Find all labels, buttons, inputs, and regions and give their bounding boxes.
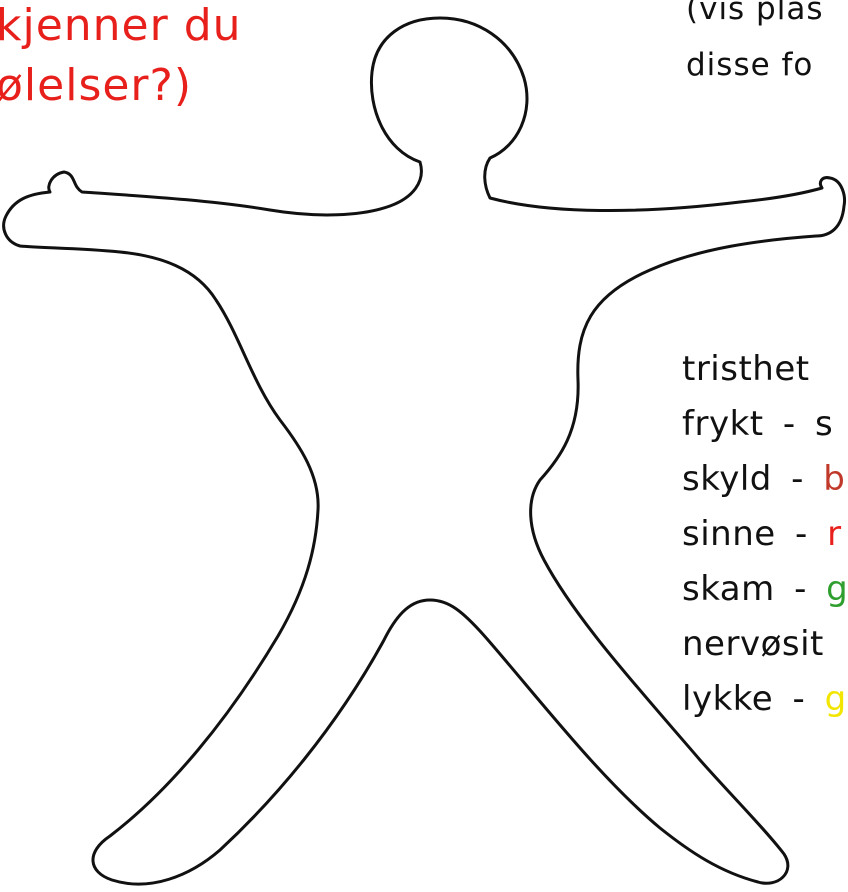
legend-color-word: r <box>827 514 841 554</box>
legend-emotion: sinne <box>682 514 776 554</box>
legend-item-tristhet: tristhet <box>682 352 810 386</box>
legend-item-skyld: skyld - b <box>682 462 845 496</box>
legend-emotion: skam <box>682 569 775 609</box>
legend-color-word: b <box>823 459 845 499</box>
legend-item-lykke: lykke - g <box>682 682 847 716</box>
legend-separator: - <box>791 459 804 499</box>
legend-item-sinne: sinne - r <box>682 517 842 551</box>
legend-item-skam: skam - g <box>682 572 848 606</box>
legend-separator: - <box>783 404 796 444</box>
body-outline <box>4 18 845 884</box>
legend-item-nervositet: nervøsit <box>682 627 824 661</box>
legend-emotion: frykt <box>682 404 764 444</box>
legend-separator: - <box>792 679 805 719</box>
legend-emotion: skyld <box>682 459 772 499</box>
legend-separator: - <box>794 569 807 609</box>
legend-emotion: tristhet <box>682 349 810 389</box>
legend-color-word: g <box>826 569 848 609</box>
legend-color-word: g <box>825 679 847 719</box>
legend-separator: - <box>795 514 808 554</box>
legend-emotion: nervøsit <box>682 624 824 664</box>
legend-emotion: lykke <box>682 679 773 719</box>
legend-color-word: s <box>815 404 833 444</box>
legend-item-frykt: frykt - s <box>682 407 833 441</box>
